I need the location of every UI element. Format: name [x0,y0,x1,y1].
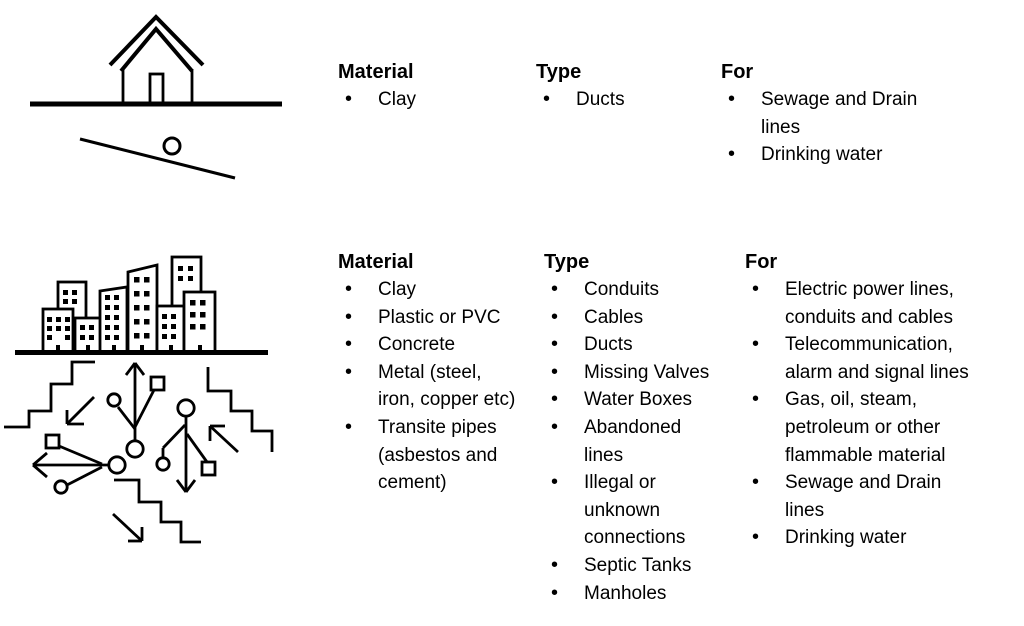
urban-for-column: For Electric power lines, conduits and c… [745,248,995,552]
small-circle [155,456,171,472]
list-item: Illegal or unknown connections [544,469,739,552]
list-item: Clay [338,86,528,114]
column-header: For [745,251,778,273]
sloped-pipe-line [79,137,236,180]
house-door [148,72,165,105]
arrow-down-left [65,396,95,426]
arrow-up-with-branches [106,362,166,459]
list-item: Manholes [544,580,739,608]
building-windows [190,300,206,330]
residential-for-column: For Sewage and Drain linesDrinking water [721,58,936,169]
underground-utility-network [4,360,274,544]
list-item: Drinking water [721,141,936,169]
city-underground-icon [4,255,274,544]
building-windows [134,277,150,339]
bullet-list: ClayPlastic or PVCConcreteMetal (steel, … [338,276,538,497]
list-item: Conduits [544,276,739,304]
residential-type-column: Type Ducts [536,58,711,114]
house-icon [30,14,282,180]
list-item: Missing Valves [544,359,739,387]
bullet-list: Ducts [536,86,711,114]
pipe-connection-circle [162,136,182,156]
list-item: Electric power lines, conduits and cable… [745,276,995,331]
urban-type-column: Type ConduitsCablesDuctsMissing ValvesWa… [544,248,739,607]
small-circle [106,392,122,408]
list-item: Ducts [544,331,739,359]
list-item: Drinking water [745,524,995,552]
buried-service-line [79,136,236,180]
list-item: Sewage and Drain lines [745,469,995,524]
list-item: Water Boxes [544,386,739,414]
list-item: Transite pipes (asbestos and cement) [338,414,538,497]
list-item: Metal (steel, iron, copper etc) [338,359,538,414]
arrow-down-right [112,512,144,543]
zigzag-line-top-left [4,360,95,429]
building [98,285,129,354]
building-windows [178,266,193,281]
list-item: Gas, oil, steam, petroleum or other flam… [745,386,995,469]
building-windows [63,290,77,304]
building-doors [56,345,202,352]
list-item: Telecommunication, alarm and signal line… [745,331,995,386]
list-item: Ducts [536,86,711,114]
list-item: Cables [544,304,739,332]
building [182,290,217,354]
bullet-list: Electric power lines, conduits and cable… [745,276,995,552]
bullet-list: Sewage and Drain linesDrinking water [721,86,936,169]
junction-circle [125,439,145,459]
list-item: Abandoned lines [544,414,739,469]
junction-circle [107,455,127,475]
column-header: Material [338,61,414,83]
bullet-list: Clay [338,86,528,114]
column-header: Material [338,251,414,273]
zigzag-line-top-right [206,367,274,452]
small-square [44,433,61,450]
building [126,263,159,354]
list-item: Clay [338,276,538,304]
small-circle [53,479,69,495]
roof-outer-line [108,14,205,67]
building-windows [47,317,70,340]
column-header: For [721,61,754,83]
list-item: Plastic or PVC [338,304,538,332]
column-header: Type [536,61,582,83]
building-windows [105,295,119,340]
house [108,14,205,105]
small-square [200,460,217,477]
building-windows [80,325,94,340]
urban-material-column: Material ClayPlastic or PVCConcreteMetal… [338,248,538,497]
zigzag-line-bottom [114,478,201,544]
residential-material-column: Material Clay [338,58,528,114]
arrow-up-left [208,424,239,454]
arrow-left-with-branches [32,433,127,495]
arrow-down-with-branches [155,398,217,493]
building-windows [162,314,176,339]
list-item: Concrete [338,331,538,359]
list-item: Sewage and Drain lines [721,86,936,141]
roof-inner-line [119,25,194,73]
list-item: Septic Tanks [544,552,739,580]
bullet-list: ConduitsCablesDuctsMissing ValvesWater B… [544,276,739,607]
small-square [149,375,166,392]
junction-circle [176,398,196,418]
city-buildings [41,255,217,354]
column-header: Type [544,251,590,273]
